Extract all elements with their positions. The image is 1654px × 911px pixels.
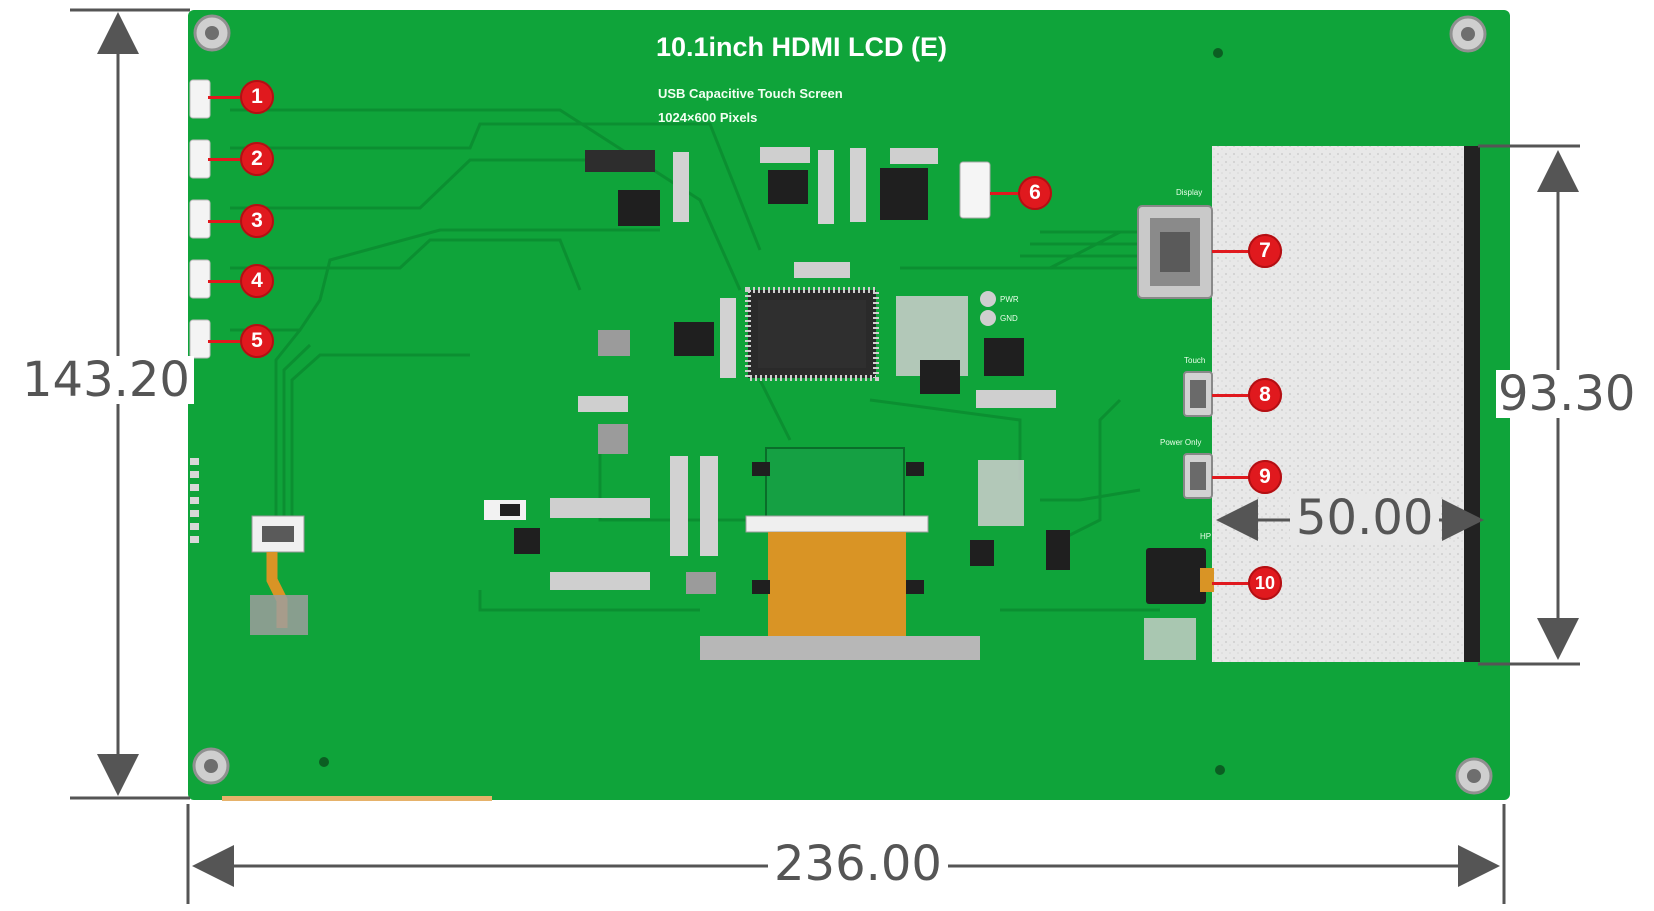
callout-marker-6: 6 <box>1018 176 1052 210</box>
main-controller-chip <box>745 262 879 381</box>
right-ports <box>1137 205 1214 660</box>
callout-line-10 <box>1212 582 1256 585</box>
silk-power-only: Power Only <box>1160 438 1202 447</box>
dimension-panel-height-label: 93.30 <box>1496 366 1638 422</box>
callout-marker-9: 9 <box>1248 460 1282 494</box>
top-components <box>585 147 991 226</box>
dimension-height-label: 143.20 <box>18 356 194 404</box>
dimension-panel-width-label: 50.00 <box>1290 494 1440 542</box>
callout-line-3 <box>208 220 248 223</box>
callout-line-2 <box>208 158 248 161</box>
audio-jack <box>1146 548 1206 604</box>
silk-touch: Touch <box>1184 356 1206 365</box>
silk-hp: HP <box>1200 532 1212 541</box>
callout-marker-1: 1 <box>240 80 274 114</box>
silk-gnd: GND <box>1000 314 1018 323</box>
callout-line-1 <box>208 96 248 99</box>
callout-marker-5: 5 <box>240 324 274 358</box>
callout-marker-7: 7 <box>1248 234 1282 268</box>
callout-marker-8: 8 <box>1248 378 1282 412</box>
callout-marker-2: 2 <box>240 142 274 176</box>
callout-line-7 <box>1212 250 1256 253</box>
bottom-strip <box>222 796 492 801</box>
touch-fpc-connector <box>250 515 308 635</box>
dimension-width-label: 236.00 <box>768 840 948 888</box>
callout-line-8 <box>1212 394 1256 397</box>
callout-line-4 <box>208 280 248 283</box>
callout-line-5 <box>208 340 248 343</box>
silk-pwr: PWR <box>1000 295 1019 304</box>
callout-marker-4: 4 <box>240 264 274 298</box>
silk-display: Display <box>1176 188 1203 197</box>
middle-components <box>484 291 1070 594</box>
board-subtitle-line1: USB Capacitive Touch Screen <box>658 86 843 101</box>
connector-6 <box>959 161 991 219</box>
callout-marker-10: 10 <box>1248 566 1282 600</box>
callout-line-6 <box>990 192 1022 195</box>
mounting-holes <box>192 14 1493 795</box>
board-subtitle-line2: 1024×600 Pixels <box>658 110 758 125</box>
lcd-fpc-connector <box>700 447 980 660</box>
board-title: 10.1inch HDMI LCD (E) <box>656 32 948 62</box>
left-pin-header <box>190 458 199 543</box>
callout-line-9 <box>1212 476 1256 479</box>
callout-marker-3: 3 <box>240 204 274 238</box>
